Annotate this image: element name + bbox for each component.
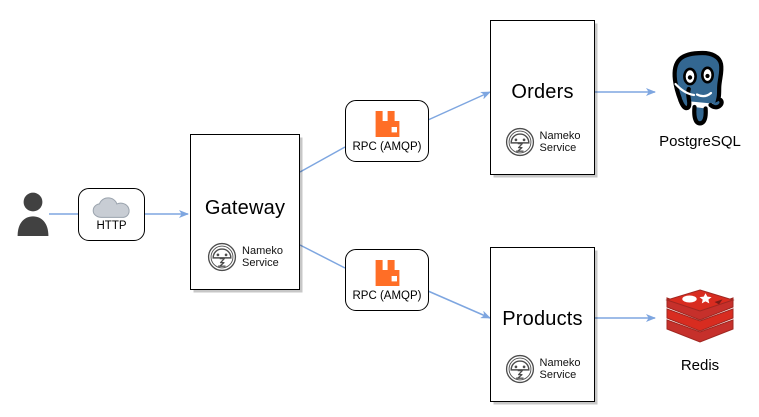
nameko-line-2: Service xyxy=(539,142,577,154)
postgresql-node[interactable]: PostgreSQL xyxy=(645,50,755,150)
orders-title: Orders xyxy=(511,81,574,103)
rpc-amqp-bottom-label: RPC (AMQP) xyxy=(352,290,422,303)
rabbitmq-icon xyxy=(375,111,400,138)
edge-gateway-to-rpc-top xyxy=(299,146,346,173)
nameko-line-2: Service xyxy=(242,257,279,269)
redis-stack-icon xyxy=(665,289,735,343)
nameko-icon xyxy=(505,354,534,384)
rpc-amqp-top-node[interactable]: RPC (AMQP) xyxy=(345,100,429,162)
orders-service-box[interactable]: Orders Nameko Service xyxy=(490,20,595,175)
http-node[interactable]: HTTP xyxy=(78,188,145,241)
postgresql-elephant-icon xyxy=(672,50,724,126)
edge-rpc-bottom-to-products xyxy=(427,290,491,319)
redis-label: Redis xyxy=(680,357,720,374)
nameko-line-1: Nameko xyxy=(539,356,581,369)
products-service-box[interactable]: Products Nameko Service xyxy=(490,247,595,402)
edge-rpc-top-to-orders xyxy=(427,91,491,121)
rabbitmq-icon xyxy=(375,260,400,287)
postgresql-label: PostgreSQL xyxy=(659,133,741,150)
user-actor xyxy=(16,190,50,241)
products-nameko-label: Nameko Service xyxy=(540,357,581,382)
nameko-line-2: Service xyxy=(539,369,577,381)
gateway-nameko-badge: Nameko Service xyxy=(191,242,299,272)
nameko-line-1: Nameko xyxy=(242,244,283,257)
gateway-nameko-label: Nameko Service xyxy=(242,245,283,270)
user-icon xyxy=(17,192,49,236)
gateway-service-box[interactable]: Gateway Nameko Service xyxy=(190,134,300,290)
http-label: HTTP xyxy=(96,219,127,232)
gateway-title: Gateway xyxy=(204,197,286,219)
products-title: Products xyxy=(502,308,583,330)
orders-nameko-badge: Nameko Service xyxy=(491,127,594,157)
nameko-icon xyxy=(207,242,237,272)
edge-gateway-to-rpc-bottom xyxy=(299,244,346,269)
rpc-amqp-bottom-node[interactable]: RPC (AMQP) xyxy=(345,249,429,311)
cloud-icon xyxy=(92,197,130,218)
nameko-icon xyxy=(505,127,534,157)
products-nameko-badge: Nameko Service xyxy=(491,354,594,384)
redis-node[interactable]: Redis xyxy=(645,288,755,374)
orders-nameko-label: Nameko Service xyxy=(540,130,581,155)
nameko-line-1: Nameko xyxy=(539,129,581,142)
rpc-amqp-top-label: RPC (AMQP) xyxy=(352,141,422,154)
